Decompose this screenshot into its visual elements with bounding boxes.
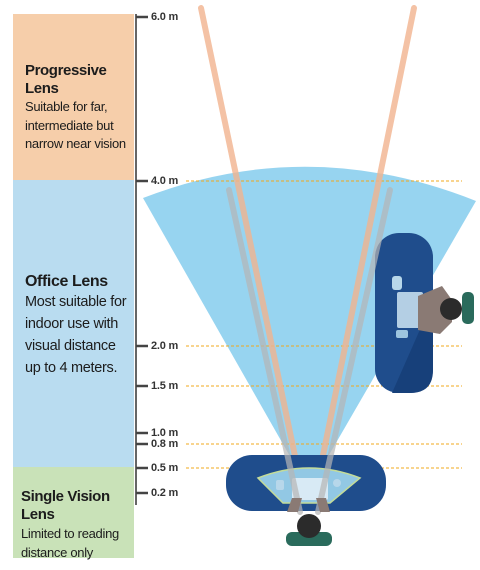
tick-label-2m: 2.0 m <box>151 340 179 352</box>
single-vision-lens-desc-1: Limited to reading <box>21 526 119 541</box>
office-person-arms <box>418 286 452 334</box>
progressive-beam-right <box>315 5 417 483</box>
office-person-head <box>440 298 462 320</box>
progressive-lens-desc-3: narrow near vision <box>25 136 126 151</box>
office-lens-desc-4: up to 4 meters. <box>25 360 118 376</box>
progressive-lens-title: Progressive Lens <box>25 62 107 97</box>
reading-person <box>286 498 332 546</box>
tick-label-0-2m: 0.2 m <box>151 487 179 499</box>
progressive-lens-desc-2: intermediate but <box>25 117 114 133</box>
reading-person-head <box>297 514 321 538</box>
scale-ticks <box>136 15 148 495</box>
progressive-beams <box>198 5 417 483</box>
tick-label-6m: 6.0 m <box>151 11 179 23</box>
office-lens-title: Office Lens <box>25 273 108 290</box>
office-desk-group <box>375 233 474 393</box>
tick-label-0-5m: 0.5 m <box>151 462 179 474</box>
single-vision-lens-desc-2: distance only <box>21 545 93 560</box>
office-lens-desc-3: visual distance <box>25 338 116 354</box>
progressive-lens-band: Progressive Lens Suitable for far, inter… <box>13 14 134 180</box>
progressive-beam-left <box>198 5 303 483</box>
near-beam-left <box>226 187 303 515</box>
tick-label-1-5m: 1.5 m <box>151 380 179 392</box>
progressive-lens-desc-1: Suitable for far, <box>25 99 108 114</box>
tick-label-1m: 1.0 m <box>151 427 179 439</box>
near-beam-right <box>315 187 393 515</box>
near-beams <box>226 187 393 515</box>
single-vision-lens-title: Single Vision Lens <box>21 488 110 523</box>
office-lens-band: Office Lens Most suitable for indoor use… <box>13 180 134 467</box>
office-lens-desc-1: Most suitable for <box>25 294 127 310</box>
office-lens-desc-2: indoor use with <box>25 316 119 332</box>
single-vision-lens-band: Single Vision Lens Limited to reading di… <box>13 467 134 560</box>
tick-label-4m: 4.0 m <box>151 175 179 187</box>
tick-label-0-8m: 0.8 m <box>151 438 179 450</box>
